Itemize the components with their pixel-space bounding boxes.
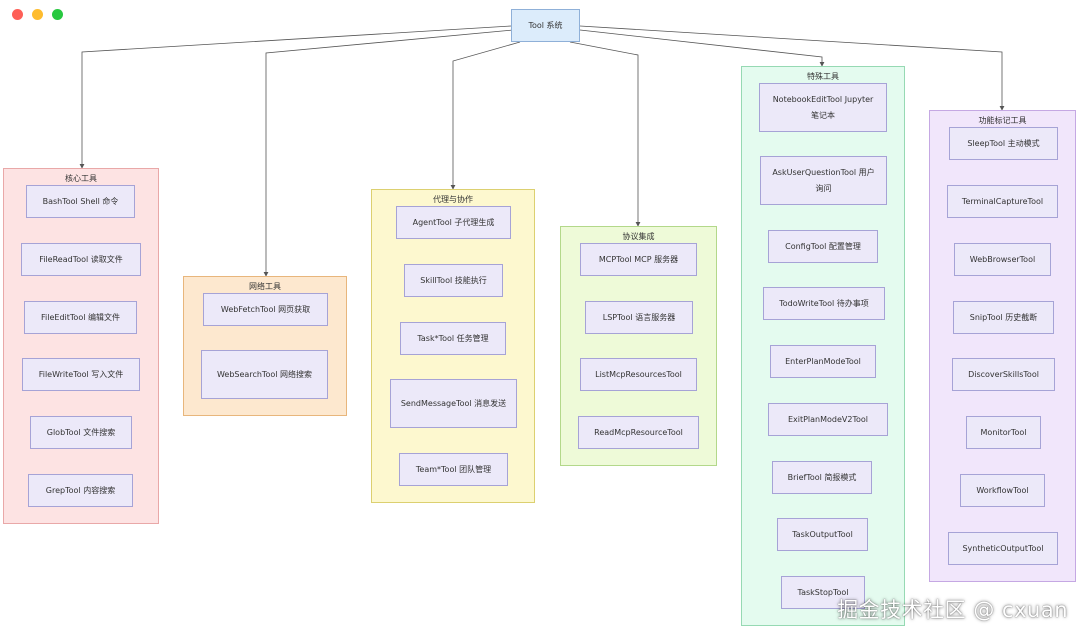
tool-node: SkillTool 技能执行 xyxy=(404,264,503,297)
tool-node: AskUserQuestionTool 用户询问 xyxy=(760,156,887,205)
root-node: Tool 系统 xyxy=(511,9,580,42)
tool-node: SnipTool 历史截断 xyxy=(953,301,1054,334)
edge-arrow xyxy=(579,29,825,67)
tool-node: TodoWriteTool 待办事项 xyxy=(763,287,885,320)
group-title: 特殊工具 xyxy=(807,72,839,81)
tool-node: BriefTool 简报模式 xyxy=(772,461,872,494)
tool-node: SleepTool 主动模式 xyxy=(949,127,1058,160)
group-title: 协议集成 xyxy=(622,232,655,241)
tool-node: WebFetchTool 网页获取 xyxy=(203,293,328,326)
tool-node: SyntheticOutputTool xyxy=(948,532,1058,565)
tool-node: DiscoverSkillsTool xyxy=(952,358,1055,391)
tool-node: FileWriteTool 写入文件 xyxy=(22,358,140,391)
edge-arrow xyxy=(569,41,641,227)
tool-node: BashTool Shell 命令 xyxy=(26,185,135,218)
tool-node: ListMcpResourcesTool xyxy=(580,358,697,391)
tool-node: LSPTool 语言服务器 xyxy=(585,301,693,334)
group-title: 功能标记工具 xyxy=(978,116,1027,125)
tool-node: GlobTool 文件搜索 xyxy=(30,416,132,449)
tool-node: FileEditTool 编辑文件 xyxy=(24,301,137,334)
tool-node: Team*Tool 团队管理 xyxy=(399,453,508,486)
tool-node: WorkflowTool xyxy=(960,474,1045,507)
close-window-button[interactable] xyxy=(12,9,23,20)
tool-node: AgentTool 子代理生成 xyxy=(396,206,511,239)
group-title: 代理与协作 xyxy=(433,195,473,204)
tool-node: FileReadTool 读取文件 xyxy=(21,243,141,276)
tool-node: TaskStopTool xyxy=(781,576,865,609)
tool-node: ExitPlanModeV2Tool xyxy=(768,403,888,436)
edge-arrow xyxy=(450,41,521,190)
tool-node: EnterPlanModeTool xyxy=(770,345,876,378)
group-5: 功能标记工具 xyxy=(929,110,1076,582)
group-title: 核心工具 xyxy=(65,174,97,183)
group-title: 网络工具 xyxy=(249,282,281,291)
tool-node: GrepTool 内容搜索 xyxy=(28,474,133,507)
tool-node: MCPTool MCP 服务器 xyxy=(580,243,697,276)
tool-node: WebSearchTool 网络搜索 xyxy=(201,350,328,399)
watermark: 掘金技术社区 @ cxuan xyxy=(837,598,1068,622)
tool-node: NotebookEditTool Jupyter 笔记本 xyxy=(759,83,887,132)
group-0: 核心工具 xyxy=(3,168,159,524)
minimize-window-button[interactable] xyxy=(32,9,43,20)
edge-arrow xyxy=(79,25,512,169)
tool-node: MonitorTool xyxy=(966,416,1041,449)
tool-node: ConfigTool 配置管理 xyxy=(768,230,878,263)
tool-node: SendMessageTool 消息发送 xyxy=(390,379,517,428)
tool-node: TaskOutputTool xyxy=(777,518,868,551)
tool-node: WebBrowserTool xyxy=(954,243,1051,276)
tool-node: ReadMcpResourceTool xyxy=(578,416,699,449)
window-controls xyxy=(12,9,63,20)
tool-node: TerminalCaptureTool xyxy=(947,185,1058,218)
tool-node: Task*Tool 任务管理 xyxy=(400,322,506,355)
maximize-window-button[interactable] xyxy=(52,9,63,20)
